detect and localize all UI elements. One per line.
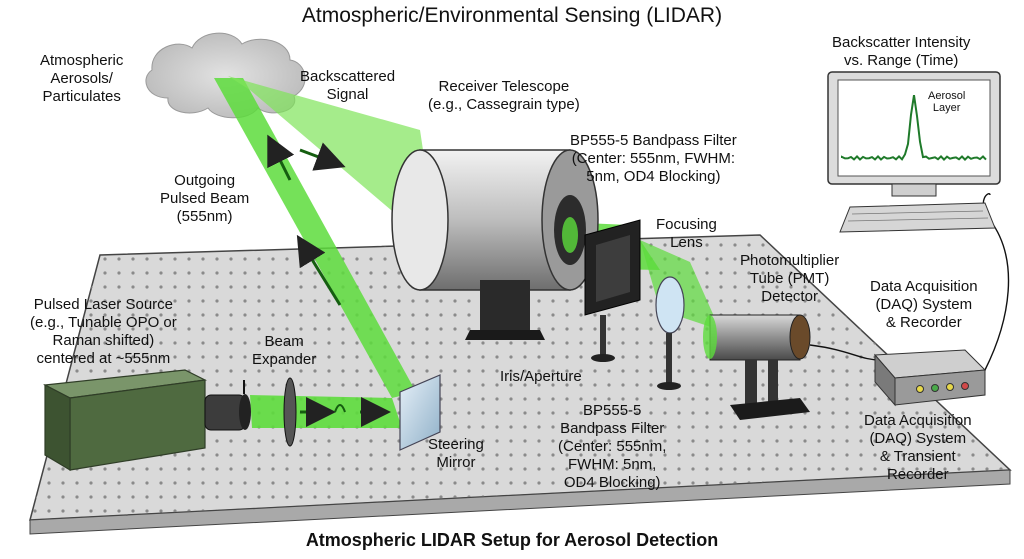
label-focusing-line: Focusing: [656, 216, 717, 234]
label-monitor-title-line: Backscatter Intensity: [832, 34, 970, 52]
label-daq-transient-line: (DAQ) System: [864, 430, 972, 448]
label-outgoing-line: (555nm): [160, 208, 249, 226]
monitor: [828, 72, 1000, 232]
label-filter-bottom-line: FWHM: 5nm,: [558, 456, 666, 474]
label-aerosols-line: Particulates: [40, 88, 123, 106]
label-aerosols-line: Aerosols/: [40, 70, 123, 88]
label-filter-bottom-line: BP555-5: [558, 402, 666, 420]
label-mirror-line: Mirror: [428, 454, 484, 472]
diagram-caption: Atmospheric LIDAR Setup for Aerosol Dete…: [0, 530, 1024, 551]
label-telescope: Receiver Telescope(e.g., Cassegrain type…: [428, 78, 580, 114]
label-laser-line: Raman shifted): [30, 332, 177, 350]
label-filter-top-line: BP555-5 Bandpass Filter: [570, 132, 737, 150]
label-daq-transient-line: Recorder: [864, 466, 972, 484]
label-iris: Iris/Aperture: [500, 368, 582, 386]
label-telescope-line: (e.g., Cassegrain type): [428, 96, 580, 114]
label-filter-bottom-line: Bandpass Filter: [558, 420, 666, 438]
label-pmt-line: Detector: [740, 288, 839, 306]
label-mirror-line: Steering: [428, 436, 484, 454]
label-aerosols-line: Atmospheric: [40, 52, 123, 70]
label-laser-line: Pulsed Laser Source: [30, 296, 177, 314]
label-aerosol-layer-line: Layer: [928, 102, 965, 114]
label-aerosol-layer-line: Aerosol: [928, 90, 965, 102]
label-daq-transient-line: Data Acquisition: [864, 412, 972, 430]
label-laser-line: centered at ~555nm: [30, 350, 177, 368]
label-backscatter-line: Backscattered: [300, 68, 395, 86]
label-pmt-line: Tube (PMT): [740, 270, 839, 288]
label-monitor-title-line: vs. Range (Time): [832, 52, 970, 70]
label-pmt-line: Photomultiplier: [740, 252, 839, 270]
label-daq-transient-line: & Transient: [864, 448, 972, 466]
label-filter-bottom-line: (Center: 555nm,: [558, 438, 666, 456]
label-filter-top-line: (Center: 555nm, FWHM:: [570, 150, 737, 168]
label-daq-recorder: Data Acquisition(DAQ) System& Recorder: [870, 278, 978, 332]
label-daq-recorder-line: Data Acquisition: [870, 278, 978, 296]
daq-box: [875, 350, 985, 405]
label-expander-line: Expander: [252, 351, 316, 369]
label-filter-top-line: 5nm, OD4 Blocking): [570, 168, 737, 186]
label-backscatter-line: Signal: [300, 86, 395, 104]
label-daq-recorder-line: & Recorder: [870, 314, 978, 332]
label-filter-bottom-line: OD4 Blocking): [558, 474, 666, 492]
label-outgoing-line: Outgoing: [160, 172, 249, 190]
label-filter-top: BP555-5 Bandpass Filter(Center: 555nm, F…: [570, 132, 737, 186]
label-iris-line: Iris/Aperture: [500, 368, 582, 386]
beam-expander: [284, 378, 296, 446]
label-daq-recorder-line: (DAQ) System: [870, 296, 978, 314]
label-outgoing-line: Pulsed Beam: [160, 190, 249, 208]
label-expander-line: Beam: [252, 333, 316, 351]
label-focusing-line: Lens: [656, 234, 717, 252]
label-laser-line: (e.g., Tunable OPO or: [30, 314, 177, 332]
label-laser: Pulsed Laser Source(e.g., Tunable OPO or…: [30, 296, 177, 368]
diagram-title: Atmospheric/Environmental Sensing (LIDAR…: [0, 4, 1024, 28]
label-telescope-line: Receiver Telescope: [428, 78, 580, 96]
